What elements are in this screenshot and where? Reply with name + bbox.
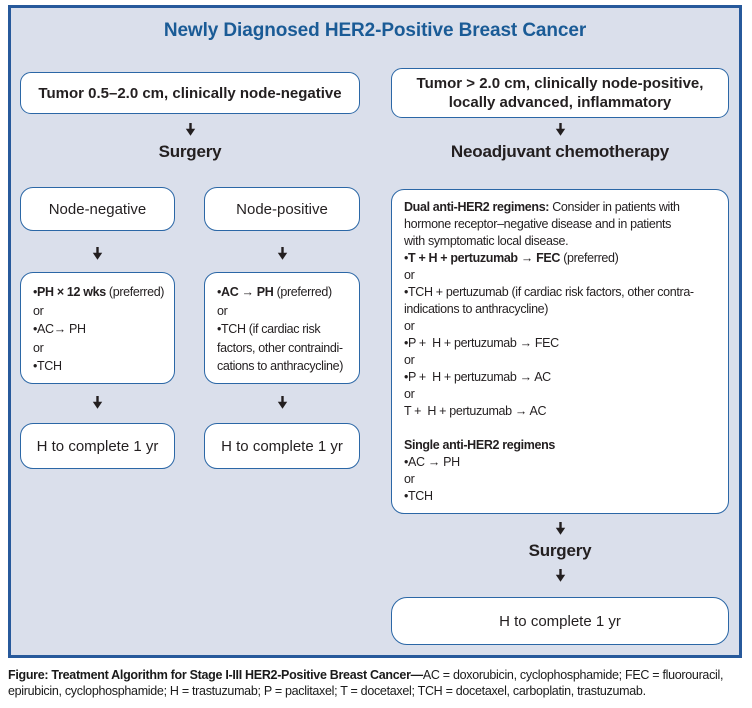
- node-positive-box: Node-positive: [204, 187, 360, 231]
- down-arrow-icon: [277, 247, 288, 260]
- down-arrow-icon: [277, 396, 288, 409]
- figure-caption: Figure: Treatment Algorithm for Stage I-…: [8, 668, 724, 698]
- surgery-label-right: Surgery: [528, 541, 592, 560]
- down-arrow-icon: [185, 123, 196, 136]
- down-arrow-icon: [92, 247, 103, 260]
- h-complete-box-node-positive: H to complete 1 yr: [204, 423, 360, 469]
- down-arrow-icon: [555, 569, 566, 582]
- down-arrow-icon: [92, 396, 103, 409]
- neoadjuvant-chemotherapy-label: Neoadjuvant chemotherapy: [450, 142, 670, 161]
- node-negative-box: Node-negative: [20, 187, 175, 231]
- page-title: Newly Diagnosed HER2-Positive Breast Can…: [163, 20, 587, 41]
- tumor-small-box: Tumor 0.5–2.0 cm, clinically node-negati…: [20, 72, 360, 114]
- h-complete-box-node-negative: H to complete 1 yr: [20, 423, 175, 469]
- down-arrow-icon: [555, 522, 566, 535]
- h-complete-box-right: H to complete 1 yr: [391, 597, 729, 645]
- neoadjuvant-regimen-box: Dual anti-HER2 regimens: Consider in pat…: [391, 189, 729, 514]
- surgery-label-left: Surgery: [158, 142, 222, 161]
- node-positive-regimen-box: •AC → PH (preferred)or•TCH (if cardiac r…: [204, 272, 360, 384]
- tumor-large-box: Tumor > 2.0 cm, clinically node-positive…: [391, 68, 729, 118]
- down-arrow-icon: [555, 123, 566, 136]
- algorithm-panel: Newly Diagnosed HER2-Positive Breast Can…: [8, 5, 742, 658]
